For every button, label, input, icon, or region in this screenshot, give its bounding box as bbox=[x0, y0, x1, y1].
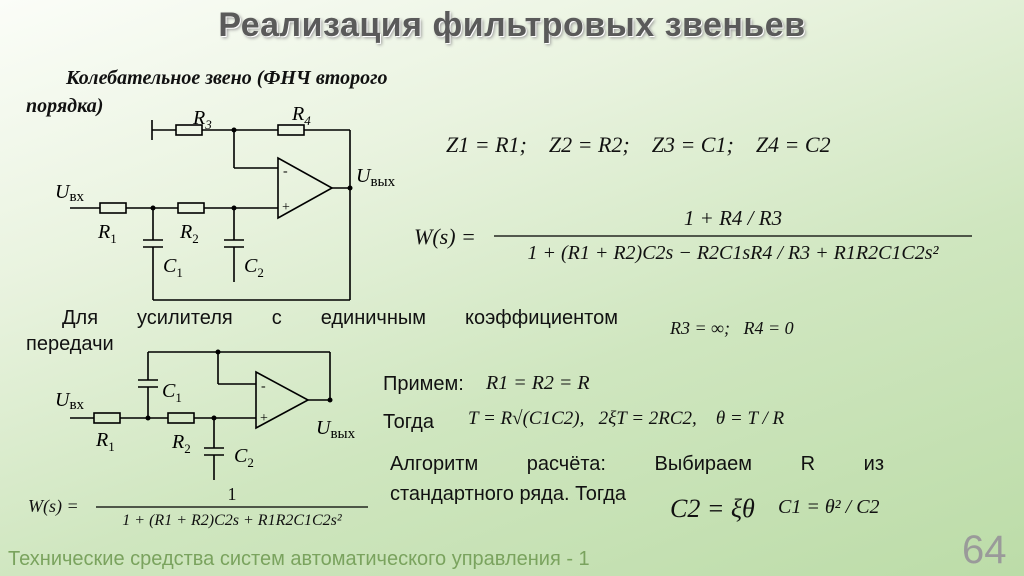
formula-z3: Z3 = C1; bbox=[651, 132, 734, 157]
label-r2: R2 bbox=[179, 221, 199, 246]
w2-numerator: 1 bbox=[227, 484, 237, 504]
formula-c2: C2 = ξθ bbox=[670, 494, 755, 523]
algorithm-line-2: стандартного ряда. Тогда bbox=[390, 483, 627, 505]
label2-uout: Uвых bbox=[316, 417, 356, 442]
w1-numerator: 1 + R4 / R3 bbox=[683, 206, 783, 230]
algorithm-line-1: Алгоритм расчёта: Выбираем R из bbox=[390, 453, 884, 475]
unity-text-line-2: передачи bbox=[26, 333, 114, 355]
page-number: 64 bbox=[962, 528, 1007, 572]
opamp1-plus: + bbox=[282, 200, 290, 215]
w1-lhs: W(s) = bbox=[414, 224, 476, 249]
unity-text-line-1: Для усилителя с единичным коэффициентом bbox=[62, 307, 618, 329]
assume-formula: R1 = R2 = R bbox=[486, 372, 590, 394]
formula-z1: Z1 = R1; bbox=[446, 132, 527, 157]
formula-z2: Z2 = R2; bbox=[548, 132, 630, 157]
formula-xi: 2ξT = 2RC2, bbox=[598, 408, 697, 429]
formula-theta: θ = T / R bbox=[715, 408, 785, 429]
footer-text: Технические средства систем автоматическ… bbox=[8, 548, 590, 570]
assume-label: Примем: bbox=[383, 373, 464, 395]
formula-c1: C1 = θ² / C2 bbox=[778, 496, 880, 518]
label-uin-1: Uвх bbox=[55, 181, 85, 205]
label-c2: C2 bbox=[244, 255, 264, 280]
label-r1: R1 bbox=[97, 221, 117, 246]
label2-uin: Uвх bbox=[55, 389, 85, 413]
label2-c2: C2 bbox=[234, 445, 254, 470]
label2-r1: R1 bbox=[95, 429, 115, 454]
label2-c1: C1 bbox=[162, 380, 182, 405]
z-formulas: Z1 = R1; Z2 = R2; Z3 = C1; Z4 = C2 bbox=[446, 132, 831, 158]
then-formulas: T = R√(C1C2), 2ξT = 2RC2, θ = T / R bbox=[468, 408, 784, 430]
w2-denominator: 1 + (R1 + R2)C2s + R1R2C1C2s² bbox=[122, 512, 342, 529]
subtitle-line-1: Колебательное звено (ФНЧ второго bbox=[66, 67, 388, 89]
w1-denominator: 1 + (R1 + R2)C2s − R2C1sR4 / R3 + R1R2C1… bbox=[527, 242, 939, 264]
formula-z4: Z4 = C2 bbox=[755, 132, 831, 157]
label-c1: C1 bbox=[163, 255, 183, 280]
label2-r2: R2 bbox=[171, 431, 191, 456]
condition-formula: R3 = ∞; R4 = 0 bbox=[670, 318, 794, 338]
label-uout-1: Uвых bbox=[356, 165, 396, 190]
label-r4: R4 bbox=[291, 103, 311, 128]
subtitle-line-2: порядка) bbox=[26, 95, 104, 117]
opamp2-plus: + bbox=[260, 411, 268, 426]
opamp1-minus: - bbox=[283, 164, 288, 179]
slide-title: Реализация фильтровых звеньев bbox=[218, 6, 806, 44]
w2-lhs: W(s) = bbox=[28, 496, 79, 516]
then-label: Тогда bbox=[383, 411, 434, 433]
opamp2-minus: - bbox=[261, 379, 266, 394]
label-r3: R3 bbox=[192, 107, 212, 132]
section-subtitle: Колебательное звено (ФНЧ второго порядка… bbox=[26, 64, 496, 120]
formula-T: T = R√(C1C2), bbox=[468, 408, 585, 429]
